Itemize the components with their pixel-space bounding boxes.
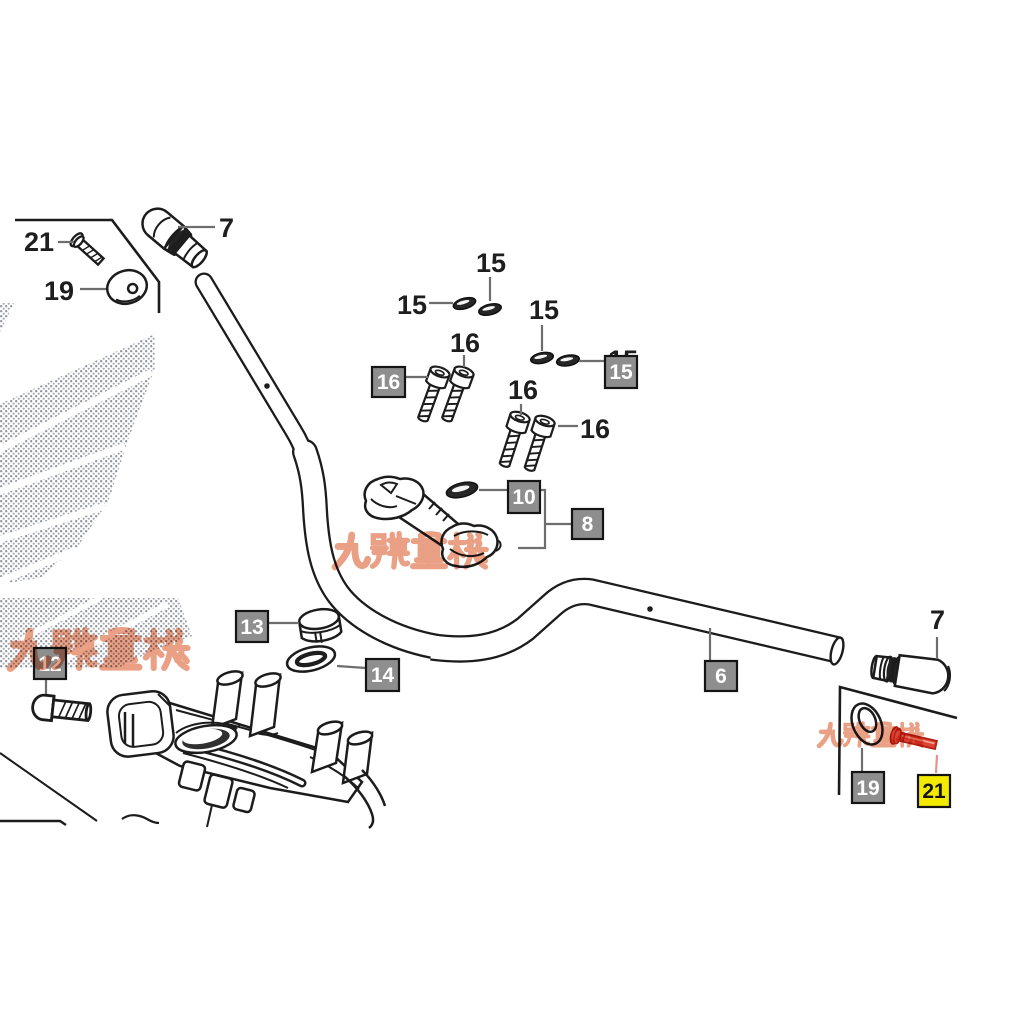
svg-text:10: 10 bbox=[512, 486, 535, 509]
svg-text:16: 16 bbox=[450, 328, 480, 358]
svg-text:19: 19 bbox=[856, 777, 879, 800]
svg-text:16: 16 bbox=[508, 375, 538, 405]
svg-text:16: 16 bbox=[377, 371, 400, 394]
svg-text:7: 7 bbox=[219, 213, 234, 243]
svg-text:13: 13 bbox=[240, 616, 263, 639]
svg-text:19: 19 bbox=[44, 276, 74, 306]
svg-text:6: 6 bbox=[715, 665, 727, 688]
svg-text:8: 8 bbox=[582, 513, 594, 536]
svg-text:7: 7 bbox=[930, 605, 945, 635]
svg-text:15: 15 bbox=[609, 361, 633, 384]
svg-text:15: 15 bbox=[397, 290, 427, 320]
svg-text:15: 15 bbox=[529, 295, 559, 325]
svg-text:21: 21 bbox=[922, 780, 946, 803]
svg-text:14: 14 bbox=[371, 664, 395, 687]
svg-text:15: 15 bbox=[476, 248, 506, 278]
svg-text:21: 21 bbox=[24, 227, 54, 257]
svg-text:16: 16 bbox=[580, 414, 610, 444]
